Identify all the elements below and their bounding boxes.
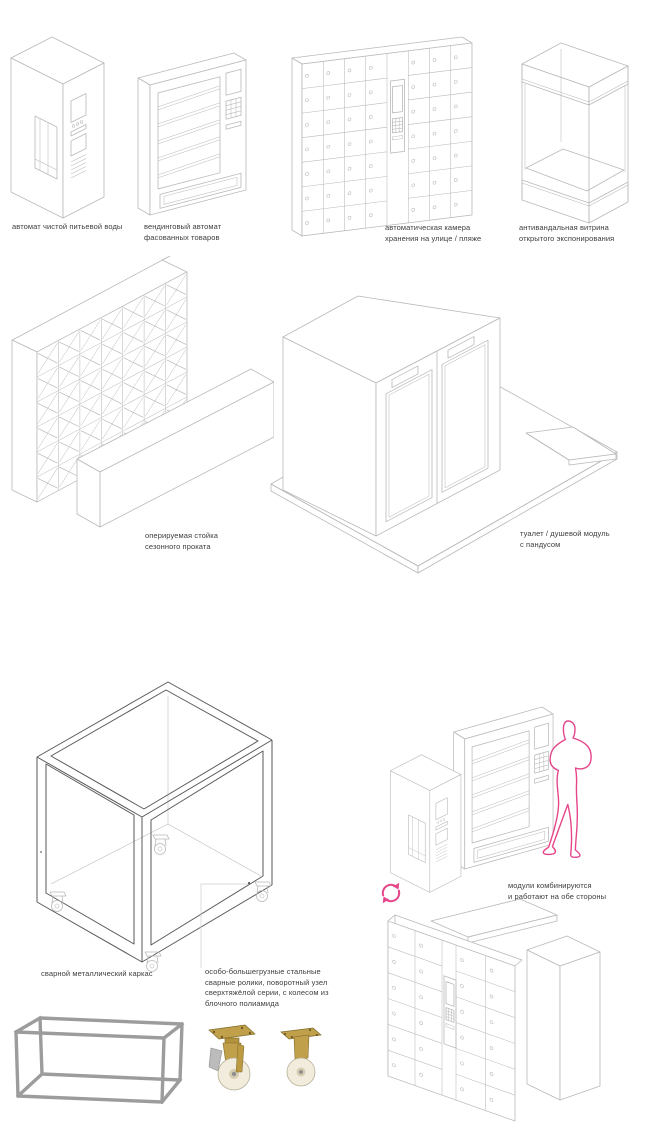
label-rental-counter: оперируемая стойка сезонного проката	[145, 531, 219, 551]
locker-grid	[302, 45, 472, 234]
figure-combined-lockers	[387, 898, 601, 1122]
figure-antivandal-vitrine	[521, 42, 629, 224]
label-packaged-vending: вендинговый автомат фасованных товаров	[144, 222, 222, 242]
label-water-vending: автомат чистой питьевой воды	[12, 222, 123, 231]
caster-back	[152, 834, 170, 855]
rotate-icon	[381, 882, 401, 904]
figure-water-vending-machine	[10, 36, 105, 219]
label-storage-lockers: автоматическая камера хранения на улице …	[385, 223, 482, 243]
caster-photos	[208, 1024, 322, 1091]
figure-combined-modules	[381, 706, 592, 904]
swivel-caster-photo	[208, 1024, 256, 1091]
caster-left	[49, 891, 67, 912]
fixed-caster-photo	[280, 1027, 322, 1087]
figure-frame-render	[13, 1015, 185, 1105]
figure-automatic-storage-lockers	[291, 36, 473, 237]
person-silhouette	[542, 720, 592, 858]
locker-grid-2	[388, 930, 515, 1111]
figure-rental-counter	[11, 256, 274, 528]
caster-right	[254, 881, 272, 902]
figure-toilet-shower-module	[270, 295, 618, 574]
label-toilet-module: туалет / душевой модуль с пандусом	[520, 529, 610, 549]
label-casters-note: особо-большегрузные стальные сварные рол…	[205, 967, 329, 1008]
label-metal-frame: сварной металлический каркас	[41, 969, 153, 978]
figure-packaged-goods-vending-machine	[137, 52, 247, 216]
label-combined-modules: модули комбинируются и работают на обе с…	[508, 881, 607, 901]
figure-welded-metal-frame	[36, 681, 273, 972]
label-vitrine: антивандальная витрина открытого экспони…	[519, 223, 615, 243]
caster-front	[144, 951, 162, 972]
shelf-lattice	[37, 274, 187, 499]
leader-line	[200, 883, 248, 968]
